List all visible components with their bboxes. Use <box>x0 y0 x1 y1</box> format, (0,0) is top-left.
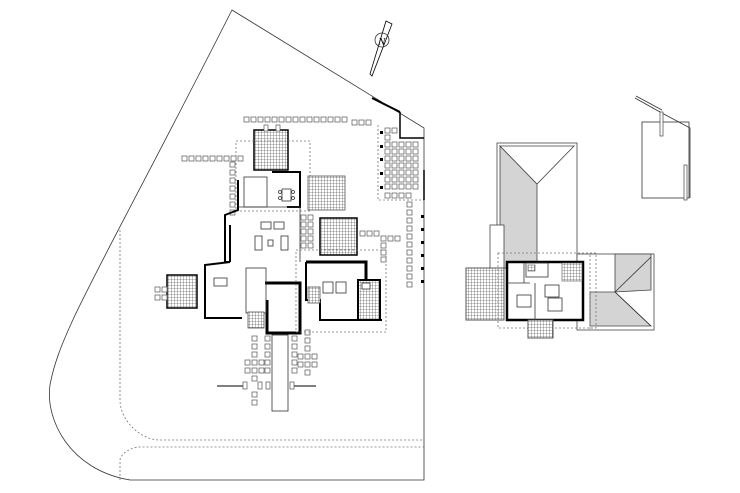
north-arrow-icon: N <box>369 20 393 77</box>
east-terrace-2 <box>319 217 358 256</box>
bed-1 <box>516 294 532 308</box>
bed-2 <box>547 297 563 312</box>
entry-path <box>217 329 318 412</box>
west-terrace <box>166 274 198 309</box>
top-terrace <box>253 129 289 171</box>
kitchen <box>243 176 268 208</box>
paving-stones-top <box>181 116 372 162</box>
roof-plan <box>465 142 655 339</box>
stepping-stones-entry <box>244 329 318 406</box>
north-label: N <box>377 36 386 48</box>
parking-area <box>371 97 425 288</box>
outbuilding <box>634 95 691 201</box>
east-terrace <box>307 175 346 211</box>
bathroom <box>357 279 381 321</box>
dining-table <box>278 188 295 202</box>
ground-floor-house <box>154 124 401 335</box>
property-boundary <box>48 9 425 481</box>
